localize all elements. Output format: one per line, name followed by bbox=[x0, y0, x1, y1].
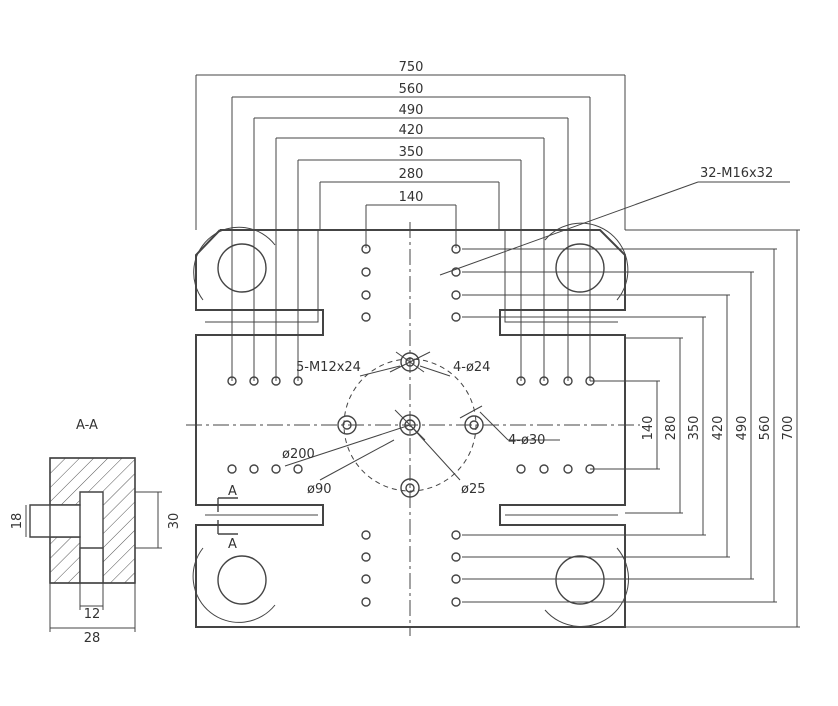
dim-h-280: 280 bbox=[399, 167, 424, 182]
callout-o90: ø90 bbox=[307, 482, 332, 497]
section-dim-28: 28 bbox=[84, 631, 101, 646]
dim-v-350: 350 bbox=[687, 416, 702, 441]
callout-o25: ø25 bbox=[461, 482, 486, 497]
section-marker-top: A bbox=[228, 484, 237, 499]
callout-4-o30: 4-ø30 bbox=[508, 433, 545, 448]
dim-v-280: 280 bbox=[664, 416, 679, 441]
section-marker-bottom: A bbox=[228, 537, 237, 552]
tapped-holes bbox=[227, 244, 595, 607]
dim-v-700: 700 bbox=[781, 416, 796, 441]
section-dimension-texts: 18 30 12 28 bbox=[10, 513, 182, 646]
horizontal-dimension-texts: 750 560 490 420 350 280 140 bbox=[399, 60, 424, 205]
dim-v-420: 420 bbox=[711, 416, 726, 441]
section-aa-detail bbox=[29, 457, 136, 584]
dim-h-350: 350 bbox=[399, 145, 424, 160]
section-dim-30: 30 bbox=[167, 513, 182, 530]
section-title: A-A bbox=[76, 418, 98, 433]
tie-bar-holes bbox=[192, 222, 630, 628]
callout-o200: ø200 bbox=[282, 447, 315, 462]
dim-v-140: 140 bbox=[641, 416, 656, 441]
section-dimension-lines bbox=[25, 491, 162, 632]
dim-v-490: 490 bbox=[735, 416, 750, 441]
vertical-dimension-texts: 700 560 490 420 350 280 140 bbox=[641, 416, 796, 441]
center-lines bbox=[186, 222, 640, 636]
plate-inner-lines bbox=[205, 230, 618, 516]
horizontal-dimension-lines bbox=[195, 74, 626, 381]
section-dim-18: 18 bbox=[10, 513, 25, 530]
dim-h-560: 560 bbox=[399, 82, 424, 97]
section-dim-12: 12 bbox=[84, 607, 101, 622]
leader-lines bbox=[284, 181, 790, 481]
callout-5-m12x24: 5-M12x24 bbox=[296, 360, 361, 375]
dim-h-140: 140 bbox=[399, 190, 424, 205]
central-holes bbox=[337, 352, 484, 498]
callout-4-o24: 4-ø24 bbox=[453, 360, 490, 375]
section-markers: A A bbox=[217, 484, 238, 552]
dim-h-750: 750 bbox=[399, 60, 424, 75]
callout-texts: 32-M16x32 5-M12x24 4-ø24 4-ø30 ø200 ø90 … bbox=[282, 166, 773, 497]
dim-v-560: 560 bbox=[758, 416, 773, 441]
circle-200 bbox=[343, 358, 477, 492]
vertical-dimension-lines bbox=[462, 229, 800, 628]
dim-h-420: 420 bbox=[399, 123, 424, 138]
callout-32-m16x32: 32-M16x32 bbox=[700, 166, 773, 181]
dim-h-490: 490 bbox=[399, 103, 424, 118]
